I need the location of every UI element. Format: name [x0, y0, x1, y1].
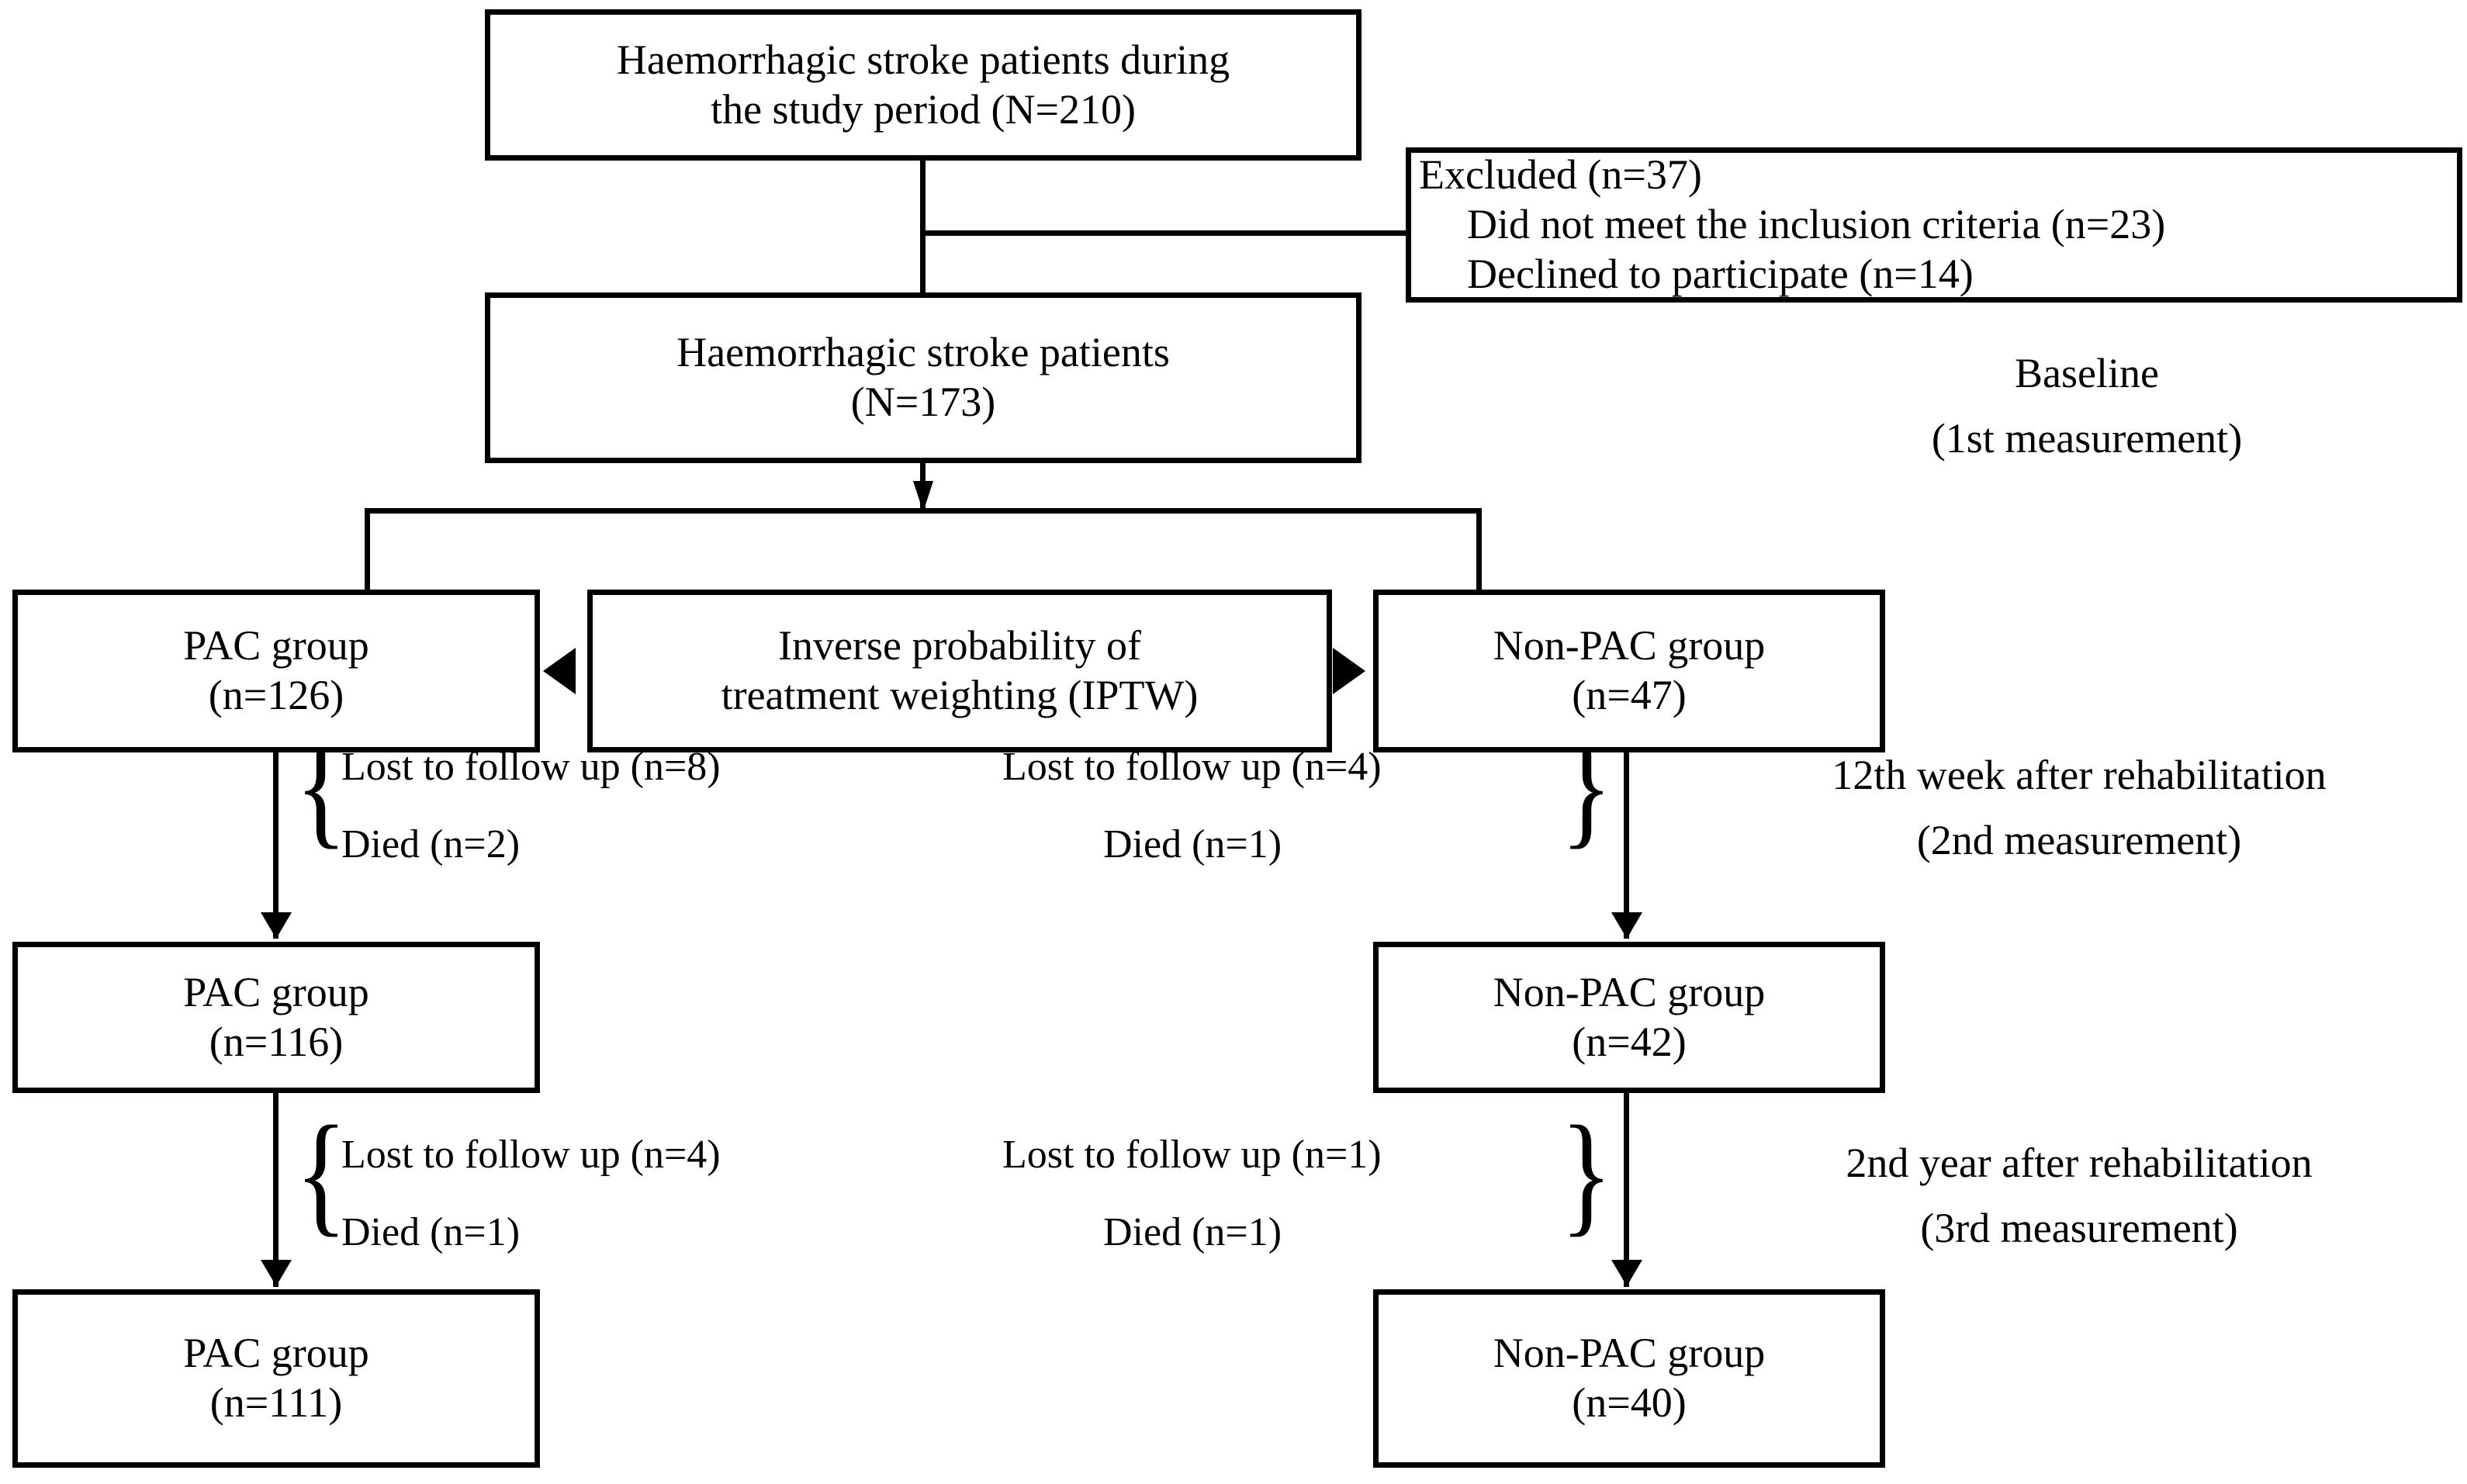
brace-nonpac-wave3: } — [1560, 1098, 1613, 1248]
node-pac-baseline: PAC group (n=126) — [12, 590, 540, 752]
node-nonpac-baseline-line-2: (n=47) — [1572, 672, 1687, 718]
node-iptw-line-1: Inverse probability of — [778, 622, 1141, 669]
node-nonpac-baseline: Non-PAC group (n=47) — [1373, 590, 1885, 752]
timepoint-baseline-line-1: Baseline — [2015, 350, 2159, 396]
timepoint-wave2: 12th week after rehabilitation (2nd meas… — [1707, 743, 2451, 873]
arrowhead-pac-baseline-to-second — [261, 912, 292, 939]
arrowhead-nonpac-baseline-to-second — [1611, 912, 1642, 939]
node-included-line-2: (N=173) — [850, 379, 996, 425]
node-pac-second: PAC group (n=116) — [12, 942, 540, 1093]
arrowhead-iptw-to-nonpac — [1333, 648, 1365, 694]
attrition-pac-wave3-lost: Lost to follow up (n=4) — [341, 1133, 721, 1177]
connector-nonpac-second-to-third — [1624, 1093, 1629, 1287]
arrowhead-pac-second-to-third — [261, 1260, 292, 1286]
attrition-pac-wave2-died: Died (n=2) — [341, 822, 521, 867]
node-included-patients: Haemorrhagic stroke patients (N=173) — [485, 292, 1362, 463]
connector-pac-second-to-third — [273, 1093, 279, 1287]
node-pac-second-line-2: (n=116) — [209, 1018, 344, 1065]
brace-pac-wave3: { — [295, 1098, 348, 1248]
attrition-pac-wave3-died: Died (n=1) — [341, 1210, 521, 1254]
node-nonpac-second-line-1: Non-PAC group — [1493, 968, 1766, 1015]
timepoint-wave3-line-1: 2nd year after rehabilitation — [1846, 1140, 2313, 1186]
timepoint-wave2-line-2: (2nd measurement) — [1916, 816, 2242, 863]
arrowhead-nonpac-second-to-third — [1611, 1260, 1642, 1286]
node-nonpac-third: Non-PAC group (n=40) — [1373, 1289, 1885, 1468]
timepoint-wave3-line-2: (3rd measurement) — [1920, 1204, 2238, 1251]
node-pac-baseline-line-1: PAC group — [183, 622, 369, 669]
node-pac-third: PAC group (n=111) — [12, 1289, 540, 1468]
node-pac-third-line-1: PAC group — [183, 1330, 369, 1377]
node-nonpac-third-line-1: Non-PAC group — [1493, 1330, 1766, 1377]
node-enrolled-line-1: Haemorrhagic stroke patients during — [616, 36, 1230, 83]
node-nonpac-second: Non-PAC group (n=42) — [1373, 942, 1885, 1093]
timepoint-baseline-line-2: (1st measurement) — [1931, 414, 2243, 462]
node-enrolled-line-2: the study period (N=210) — [711, 85, 1136, 133]
node-nonpac-third-line-2: (n=40) — [1572, 1379, 1687, 1426]
timepoint-wave3: 2nd year after rehabilitation (3rd measu… — [1707, 1131, 2451, 1261]
connector-split-to-pac — [365, 508, 370, 593]
node-nonpac-baseline-line-1: Non-PAC group — [1493, 622, 1766, 669]
node-excluded-line-2: Did not meet the inclusion criteria (n=2… — [1467, 201, 2166, 248]
timepoint-baseline: Baseline (1st measurement) — [1815, 341, 2358, 471]
node-pac-baseline-line-2: (n=126) — [208, 672, 344, 718]
node-iptw-line-2: treatment weighting (IPTW) — [721, 672, 1199, 718]
attrition-pac-wave2-lost: Lost to follow up (n=8) — [341, 745, 721, 789]
attrition-nonpac-wave2-died: Died (n=1) — [1103, 822, 1282, 867]
node-excluded-line-1: Excluded (n=37) — [1419, 151, 1702, 199]
connector-pac-baseline-to-second — [273, 752, 279, 939]
arrowhead-included-to-split — [913, 481, 933, 512]
node-nonpac-second-line-2: (n=42) — [1572, 1018, 1687, 1065]
connector-enrolled-to-excluded — [920, 230, 1409, 236]
node-included-line-1: Haemorrhagic stroke patients — [676, 329, 1170, 376]
node-excluded-line-3: Declined to participate (n=14) — [1467, 250, 1974, 297]
node-excluded: Excluded (n=37) Did not meet the inclusi… — [1406, 147, 2462, 303]
node-pac-third-line-2: (n=111) — [209, 1379, 343, 1426]
node-pac-second-line-1: PAC group — [183, 968, 369, 1015]
attrition-nonpac-wave3-died: Died (n=1) — [1103, 1210, 1282, 1254]
connector-nonpac-baseline-to-second — [1624, 752, 1629, 939]
arrowhead-iptw-to-pac — [543, 648, 576, 694]
connector-split-to-nonpac — [1476, 508, 1482, 593]
attrition-nonpac-wave2-lost: Lost to follow up (n=4) — [1002, 745, 1382, 789]
attrition-nonpac-wave3-lost: Lost to follow up (n=1) — [1002, 1133, 1382, 1177]
node-enrolled-patients: Haemorrhagic stroke patients during the … — [485, 9, 1362, 161]
node-iptw: Inverse probability of treatment weighti… — [587, 590, 1332, 752]
timepoint-wave2-line-1: 12th week after rehabilitation — [1832, 752, 2327, 798]
connector-enrolled-to-included — [920, 161, 926, 292]
